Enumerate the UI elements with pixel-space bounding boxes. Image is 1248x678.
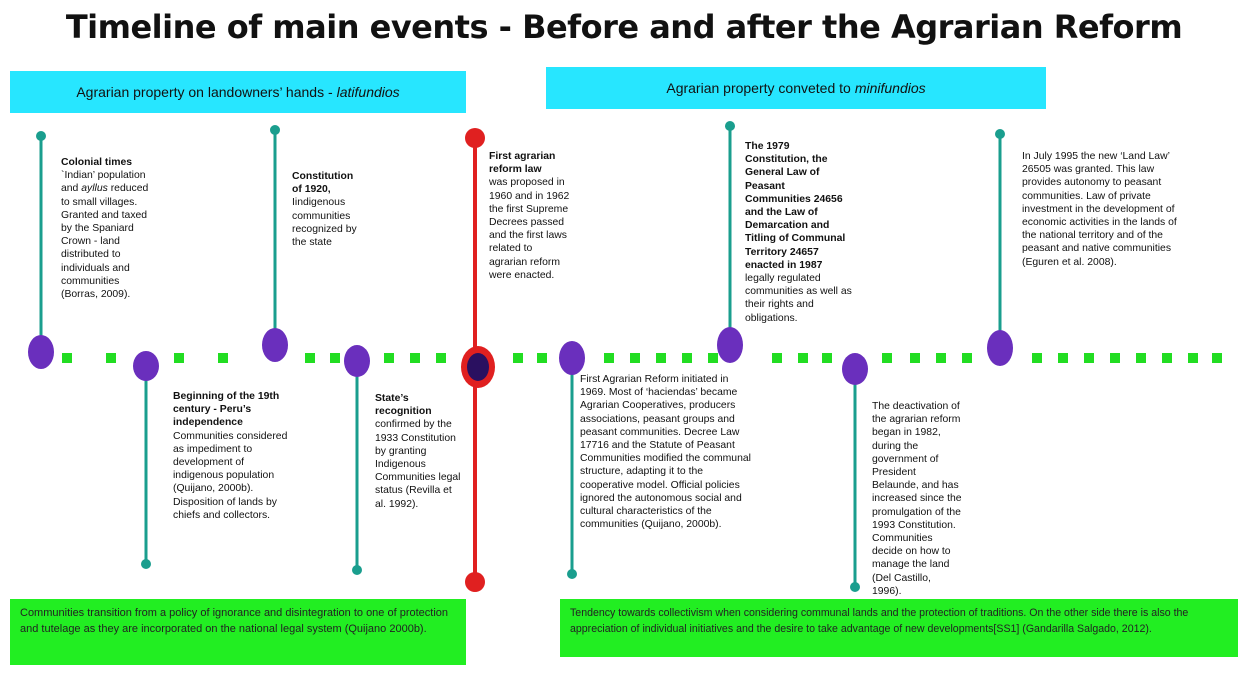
event-constitution1979-body: legally regulated communities as well as… xyxy=(745,273,852,324)
event-constitution1979-heading: The 1979 Constitution, the General Law o… xyxy=(745,141,846,271)
band-minifundios: Agrarian property conveted to minifundio… xyxy=(546,67,1046,109)
event-reform-law-body: was proposed in 1960 and in 1962 the fir… xyxy=(489,177,570,281)
event-colonial-text: Colonial times `Indian’ population and a… xyxy=(61,156,153,301)
summary-box-left: Communities transition from a policy of … xyxy=(10,599,466,665)
event-reform-law-heading: First agrarian reform law xyxy=(489,151,556,176)
event-constitution1979-marker xyxy=(717,121,743,363)
event-constitution1979-text: The 1979 Constitution, the General Law o… xyxy=(745,140,853,325)
event-reform-law-marker xyxy=(461,128,495,592)
event-first-reform-marker xyxy=(559,341,585,579)
event-landlaw1995-marker xyxy=(987,129,1013,366)
event-independence-marker xyxy=(133,351,159,569)
band-latifundios-text: Agrarian property on landowners’ hands - xyxy=(76,84,333,100)
band-minifundios-text: Agrarian property conveted to xyxy=(666,80,851,96)
band-latifundios: Agrarian property on landowners’ hands -… xyxy=(10,71,466,113)
event-reform-law-text: First agrarian reform law was proposed i… xyxy=(489,150,571,282)
event-independence-text: Beginning of the 19th century - Peru’s i… xyxy=(173,390,291,522)
event-constitution1920-text: Constitution of 1920, Iindigenous commun… xyxy=(292,170,364,249)
event-colonial-body-2: reduced to small villages. Granted and t… xyxy=(61,183,149,301)
event-constitution1920-body: Iindigenous communities recognized by th… xyxy=(292,197,357,249)
event-recognition-text: State’s recognition confirmed by the 193… xyxy=(375,392,465,511)
event-deactivation-body: The deactivation of the agrarian reform … xyxy=(872,401,962,597)
event-landlaw1995-body: In July 1995 the new ‘Land Law’ 26505 wa… xyxy=(1022,151,1177,268)
event-colonial-heading: Colonial times xyxy=(61,157,133,168)
event-recognition-marker xyxy=(344,345,370,575)
band-latifundios-italic: latifundios xyxy=(336,84,400,100)
event-colonial-italic: ayllus xyxy=(81,183,108,195)
event-recognition-heading: State’s recognition xyxy=(375,393,432,418)
band-minifundios-italic: minifundios xyxy=(854,80,926,96)
event-independence-heading: Beginning of the 19th century - Peru’s i… xyxy=(173,391,280,429)
event-deactivation-text: The deactivation of the agrarian reform … xyxy=(872,400,962,598)
event-colonial-marker xyxy=(28,131,54,369)
event-deactivation-marker xyxy=(842,353,868,592)
event-first-reform-text: First Agrarian Reform initiated in 1969.… xyxy=(580,373,752,531)
page-title: Timeline of main events - Before and aft… xyxy=(65,8,1183,46)
event-constitution1920-marker xyxy=(262,125,288,362)
event-recognition-body: confirmed by the 1933 Constitution by gr… xyxy=(375,419,461,510)
summary-right-text: Tendency towards collectivism when consi… xyxy=(570,607,1189,635)
event-colonial-body-1: `Indian’ population and xyxy=(61,170,146,195)
summary-left-text: Communities transition from a policy of … xyxy=(20,607,449,635)
event-constitution1920-heading: Constitution of 1920, xyxy=(292,171,354,196)
timeline-dotted-axis xyxy=(62,353,1222,363)
event-landlaw1995-text: In July 1995 the new ‘Land Law’ 26505 wa… xyxy=(1022,150,1186,269)
event-independence-body: Communities considered as impediment to … xyxy=(173,430,288,521)
event-first-reform-body: First Agrarian Reform initiated in 1969.… xyxy=(580,374,751,531)
summary-box-right: Tendency towards collectivism when consi… xyxy=(560,599,1238,657)
